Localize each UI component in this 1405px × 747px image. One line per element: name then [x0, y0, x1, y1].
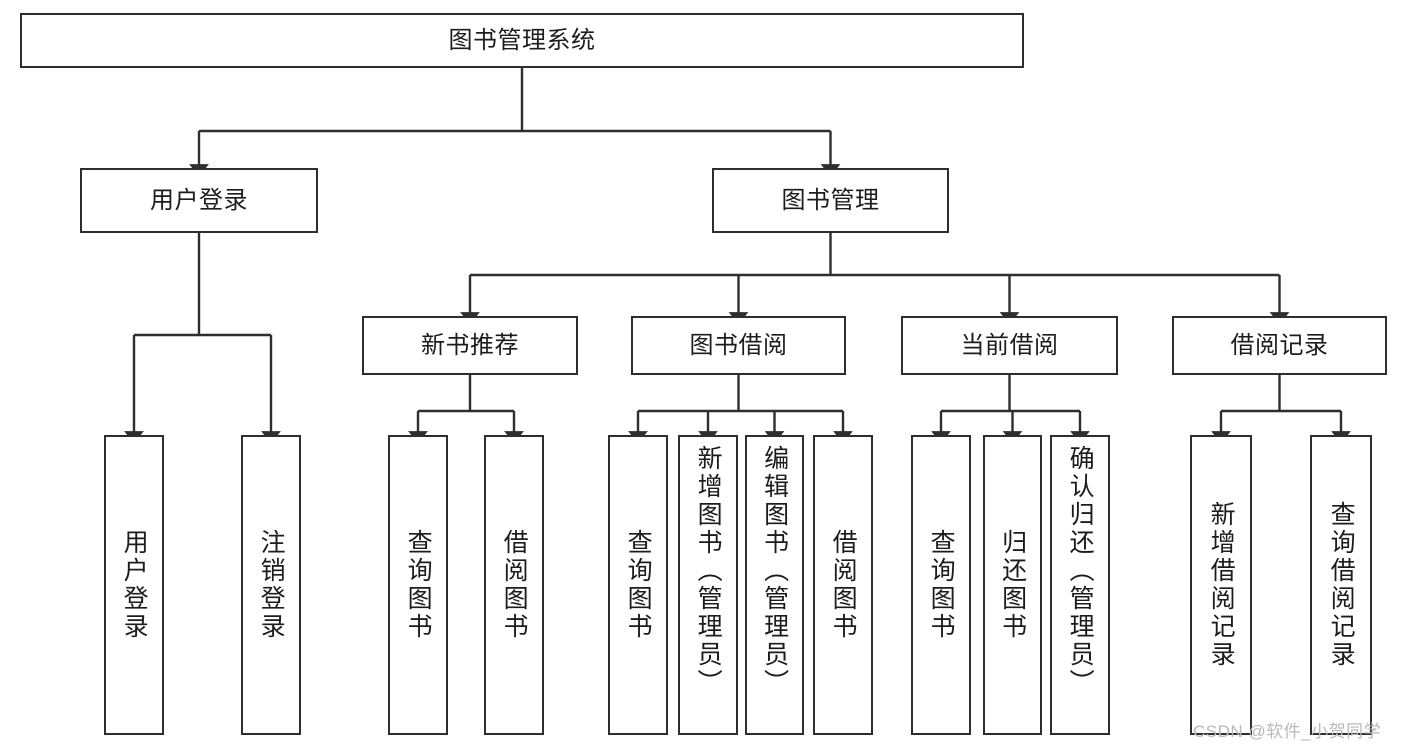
node-label-leaf-borrow-book-1: 借阅图书 [500, 529, 529, 641]
node-label-leaf-query-book-1: 查询图书 [404, 529, 433, 641]
node-label-leaf-user-login: 用户登录 [120, 529, 149, 641]
node-leaf-borrow-book-2: 借阅图书 [813, 435, 873, 735]
node-current-borrow: 当前借阅 [901, 316, 1118, 375]
node-user-login: 用户登录 [80, 168, 318, 233]
node-label-book-borrow: 图书借阅 [689, 331, 788, 359]
node-label-leaf-query-book-3: 查询图书 [927, 529, 956, 641]
node-book-manage: 图书管理 [712, 168, 949, 233]
node-label-current-borrow: 当前借阅 [960, 331, 1059, 359]
node-leaf-return-book: 归还图书 [983, 435, 1042, 735]
node-label-root: 图书管理系统 [448, 26, 596, 54]
node-leaf-query-record: 查询借阅记录 [1310, 435, 1372, 735]
node-leaf-query-book-2: 查询图书 [608, 435, 668, 735]
node-leaf-add-book: 新增图书（管理员） [678, 435, 738, 735]
node-borrow-record: 借阅记录 [1172, 316, 1387, 375]
node-leaf-user-logout: 注销登录 [241, 435, 301, 735]
node-leaf-borrow-book-1: 借阅图书 [484, 435, 544, 735]
node-label-leaf-user-logout: 注销登录 [257, 529, 286, 641]
node-label-leaf-confirm-return: 确认归还（管理员） [1066, 445, 1095, 697]
node-leaf-query-book-1: 查询图书 [388, 435, 448, 735]
node-label-leaf-add-record: 新增借阅记录 [1207, 501, 1236, 669]
node-leaf-add-record: 新增借阅记录 [1190, 435, 1252, 735]
csdn-watermark: CSDN @软件_小贺同学 [1193, 722, 1382, 741]
node-leaf-query-book-3: 查询图书 [911, 435, 971, 735]
node-new-book-rec: 新书推荐 [362, 316, 578, 375]
node-leaf-confirm-return: 确认归还（管理员） [1050, 435, 1110, 735]
node-label-new-book-rec: 新书推荐 [421, 331, 519, 359]
node-label-leaf-query-record: 查询借阅记录 [1327, 501, 1356, 669]
node-label-leaf-add-book: 新增图书（管理员） [694, 445, 723, 697]
node-leaf-user-login: 用户登录 [104, 435, 164, 735]
node-label-book-manage: 图书管理 [781, 186, 880, 214]
node-book-borrow: 图书借阅 [631, 316, 846, 375]
node-leaf-edit-book: 编辑图书（管理员） [745, 435, 804, 735]
node-label-leaf-edit-book: 编辑图书（管理员） [760, 445, 789, 697]
node-label-leaf-return-book: 归还图书 [998, 529, 1027, 641]
node-label-user-login: 用户登录 [150, 186, 248, 214]
node-label-leaf-query-book-2: 查询图书 [624, 529, 653, 641]
node-label-leaf-borrow-book-2: 借阅图书 [829, 529, 858, 641]
node-label-borrow-record: 借阅记录 [1230, 331, 1329, 359]
node-root: 图书管理系统 [20, 13, 1024, 68]
